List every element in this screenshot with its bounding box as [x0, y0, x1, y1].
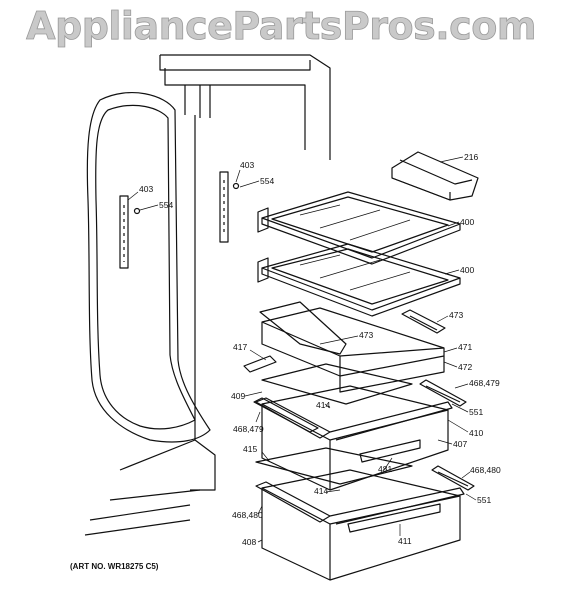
drawer-slide-417 — [243, 355, 277, 373]
screw-left — [133, 207, 141, 215]
glass-shelf-upper — [257, 191, 461, 265]
divider-plate-409 — [261, 363, 413, 405]
label-468-479-left: 468,479 — [233, 424, 264, 434]
part-labels: 216 400 400 403 554 403 554 473 473 471 … — [139, 152, 501, 547]
label-471: 471 — [458, 342, 472, 352]
label-403-left: 403 — [139, 184, 153, 194]
label-400-lower: 400 — [460, 265, 474, 275]
drawer-slide-left-479 — [253, 397, 319, 433]
label-468-480-left: 468,480 — [232, 510, 263, 520]
drawer-lower — [255, 469, 465, 581]
label-408: 408 — [242, 537, 256, 547]
crisper-cover — [259, 301, 347, 355]
label-468-480-right: 468,480 — [470, 465, 501, 475]
label-415: 415 — [243, 444, 257, 454]
drawer-handle-481 — [359, 439, 421, 463]
glass-shelf-lower — [257, 243, 461, 317]
screw-right — [232, 182, 240, 190]
label-414-lower: 414 — [314, 486, 328, 496]
label-551-upper: 551 — [469, 407, 483, 417]
label-551-lower: 551 — [477, 495, 491, 505]
label-403-right: 403 — [240, 160, 254, 170]
label-400-upper: 400 — [460, 217, 474, 227]
door-bin — [391, 151, 479, 201]
drawer-slide-right-479 — [419, 379, 467, 407]
label-414-upper: 414 — [316, 400, 330, 410]
label-472: 472 — [458, 362, 472, 372]
divider-plate-415 — [255, 447, 413, 485]
label-409: 409 — [231, 391, 245, 401]
leader-lines — [127, 156, 477, 543]
cabinet-outline — [84, 54, 331, 536]
label-473-slide: 473 — [449, 310, 463, 320]
label-481: 481 — [378, 464, 392, 474]
label-410: 410 — [469, 428, 483, 438]
watermark-text: AppliancePartsPros.com — [26, 4, 537, 49]
label-407: 407 — [453, 439, 467, 449]
drawer-slide-upper-right — [401, 309, 446, 334]
label-554-left: 554 — [159, 200, 173, 210]
door-liner-outline — [86, 92, 211, 443]
shelf-rail-right — [219, 171, 229, 243]
shelf-rail-left — [119, 195, 129, 269]
label-417: 417 — [233, 342, 247, 352]
art-number: (ART NO. WR18275 C5) — [70, 562, 159, 571]
label-468-479-right: 468,479 — [469, 378, 500, 388]
label-411: 411 — [398, 536, 412, 546]
label-554-right: 554 — [260, 176, 274, 186]
pan-upper — [261, 307, 445, 393]
label-216: 216 — [464, 152, 478, 162]
drawer-slide-right-480 — [431, 465, 475, 491]
label-473-cover: 473 — [359, 330, 373, 340]
